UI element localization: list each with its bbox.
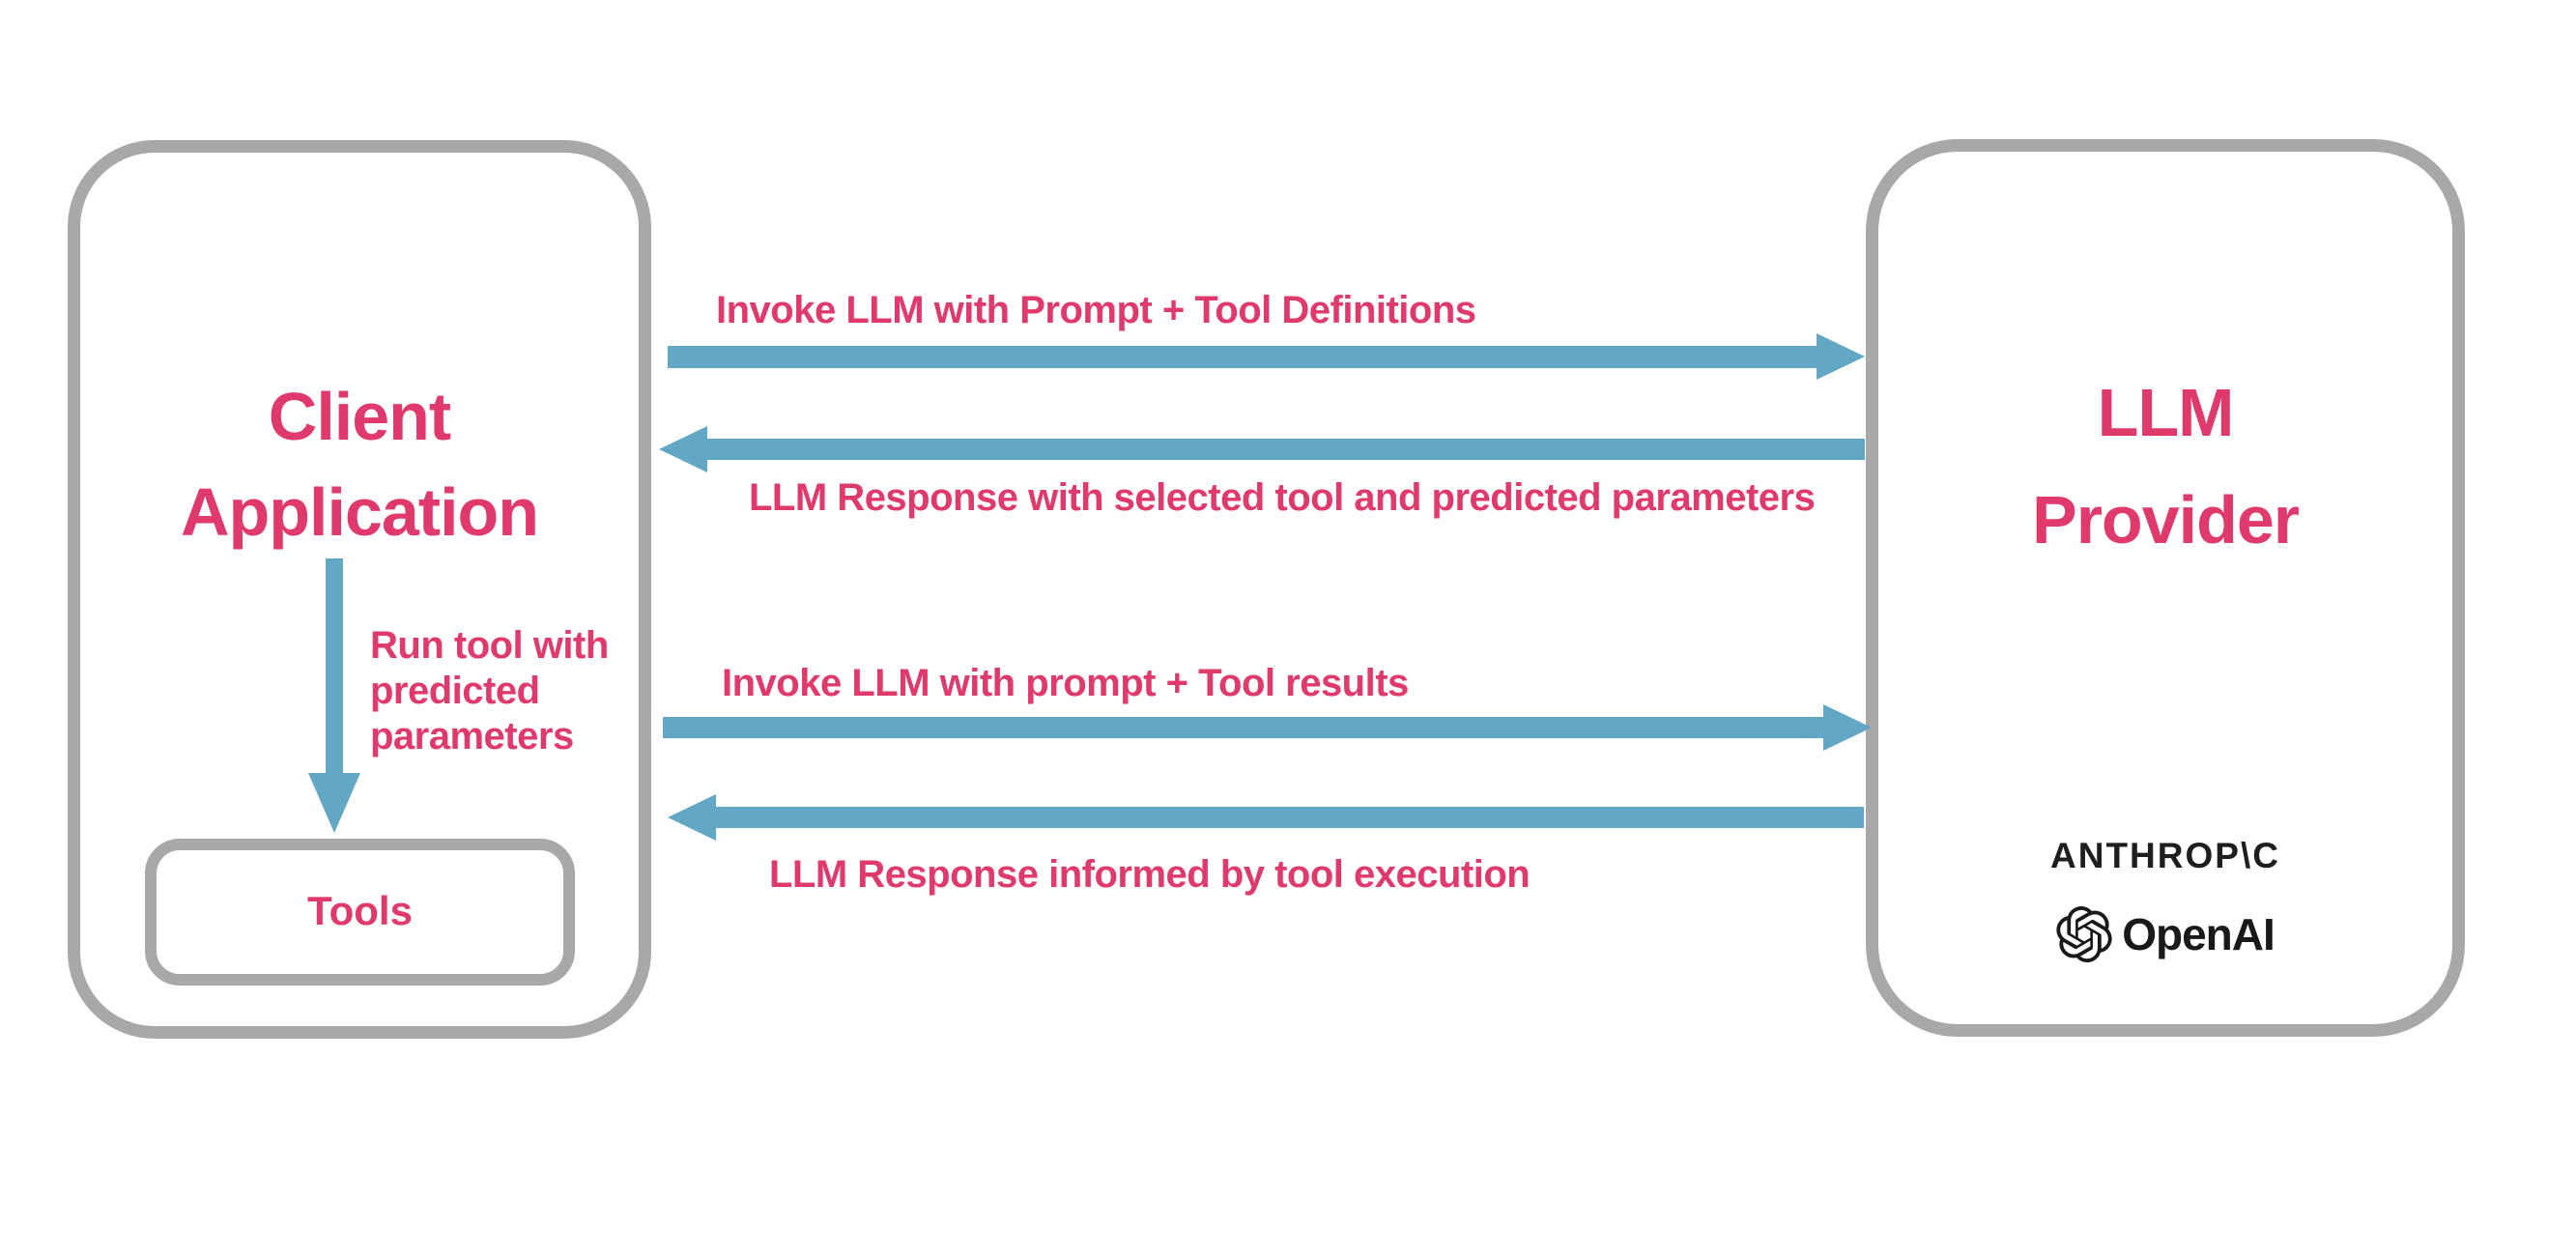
openai-logo: OpenAI: [1878, 905, 2452, 963]
llm-provider-box: LLM Provider ANTHROP\C OpenAI: [1866, 139, 2465, 1037]
arrow-right-icon: [1817, 333, 1865, 380]
run-tool-label: Run tool with predicted parameters: [370, 623, 609, 759]
client-title-line1: Client: [268, 379, 451, 454]
arrow-right-icon: [1823, 704, 1872, 751]
arrow-label-response-selected-tool: LLM Response with selected tool and pred…: [749, 476, 1816, 519]
llm-title-line2: Provider: [2032, 482, 2300, 558]
run-tool-arrow-shaft: [326, 558, 343, 773]
tools-label: Tools: [307, 888, 413, 933]
llm-title-line1: LLM: [2097, 375, 2235, 450]
arrow-left-icon: [659, 426, 707, 472]
openai-logo-icon: [2056, 906, 2112, 962]
arrow-invoke-results-shaft: [663, 717, 1823, 738]
client-application-title: Client Application: [80, 369, 639, 560]
tools-box: Tools: [145, 839, 575, 986]
arrow-response-selected-tool-shaft: [707, 439, 1865, 460]
openai-wordmark: OpenAI: [2122, 909, 2275, 959]
llm-provider-title: LLM Provider: [1878, 359, 2452, 574]
arrow-invoke-definitions-shaft: [668, 346, 1817, 368]
run-tool-label-line1: Run tool with: [370, 624, 609, 667]
run-tool-label-line3: parameters: [370, 715, 574, 758]
arrow-down-icon: [308, 773, 360, 833]
arrow-label-invoke-definitions: Invoke LLM with Prompt + Tool Definition…: [716, 289, 1476, 331]
run-tool-label-line2: predicted: [370, 670, 540, 712]
arrow-left-icon: [668, 794, 716, 841]
arrow-label-response-informed: LLM Response informed by tool execution: [769, 853, 1531, 896]
client-title-line2: Application: [180, 474, 539, 550]
arrow-label-invoke-results: Invoke LLM with prompt + Tool results: [722, 662, 1409, 704]
anthropic-logo: ANTHROP\C: [2050, 836, 2280, 875]
client-application-box: Client Application Run tool with predict…: [68, 140, 651, 1039]
arrow-response-informed-shaft: [716, 807, 1864, 828]
